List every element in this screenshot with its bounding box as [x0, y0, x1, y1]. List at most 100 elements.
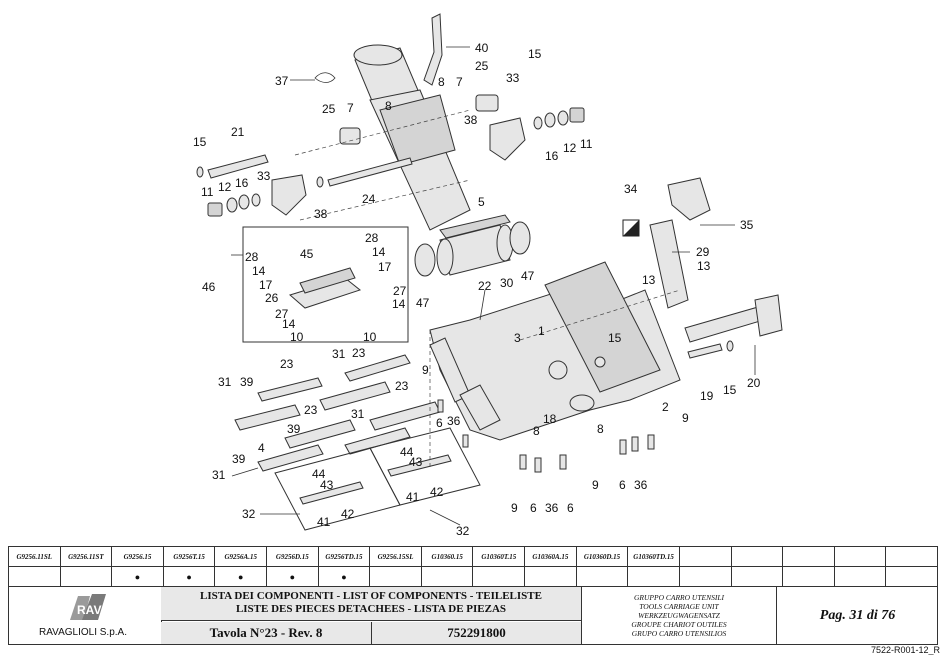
list-title-cell: LISTA DEI COMPONENTI - LIST OF COMPONENT…	[161, 587, 582, 644]
bushing-25a	[339, 94, 499, 145]
callout: 41	[406, 490, 420, 504]
table-label: Tavola N°23 - Rev. 8	[161, 622, 372, 644]
callout: 44	[400, 445, 414, 459]
model-code: G10360D.15	[575, 546, 629, 567]
model-code	[730, 546, 784, 567]
applicability-cell	[678, 566, 732, 587]
lever-40	[423, 13, 443, 86]
pin-21	[207, 154, 269, 179]
list-title: LISTA DEI COMPONENTI - LIST OF COMPONENT…	[161, 587, 581, 621]
callout: 14	[392, 297, 406, 311]
callout: 18	[543, 412, 557, 426]
applicability-cell	[369, 566, 422, 587]
callout: 9	[422, 363, 429, 377]
callout: 7	[347, 101, 354, 115]
callout: 17	[259, 278, 273, 292]
callout: 39	[287, 422, 301, 436]
washers-right	[533, 107, 585, 130]
callout: 2	[662, 400, 669, 414]
callout: 15	[528, 47, 542, 61]
callout: 31	[332, 347, 346, 361]
callout: 6	[530, 501, 537, 515]
model-codes-row: G9256.11SL G9256.11ST G9256.15 G9256T.15…	[8, 546, 938, 567]
callout: 42	[341, 507, 355, 521]
callout: 13	[642, 273, 656, 287]
callout: 6	[619, 478, 626, 492]
callout: 14	[372, 245, 386, 259]
applicability-cell	[59, 566, 113, 587]
applicability-cell	[8, 566, 61, 587]
callout: 10	[363, 330, 377, 344]
callout: 40	[475, 41, 489, 55]
callout: 20	[747, 376, 761, 390]
description-line: GROUPE CHARIOT OUTILES	[631, 620, 727, 629]
applicability-cell: ●	[162, 566, 216, 587]
ravaglioli-logo: RAV	[70, 594, 106, 620]
pins-bottom	[437, 399, 655, 473]
document-reference: 7522-R001-12_R	[870, 645, 940, 655]
logo-text: RAV	[77, 603, 101, 617]
group-description: GRUPPO CARRO UTENSILI TOOLS CARRIAGE UNI…	[582, 587, 777, 644]
callout: 6	[436, 416, 443, 430]
column-tube	[353, 44, 471, 231]
callout: 31	[351, 407, 365, 421]
model-code: G10360A.15	[524, 546, 577, 567]
callout: 36	[447, 414, 461, 428]
model-code: G9256.15SL	[369, 546, 422, 567]
model-code: G9256A.15	[214, 546, 268, 567]
list-title-line: LISTE DES PIECES DETACHEES - LISTA DE PI…	[235, 603, 507, 615]
callout: 37	[275, 74, 289, 88]
model-code	[678, 546, 732, 567]
callout: 27	[275, 307, 289, 321]
callout: 45	[300, 247, 314, 261]
company-name: RAVAGLIOLI S.p.A.	[39, 627, 127, 638]
callout: 8	[597, 422, 604, 436]
model-code: G9256.11SL	[8, 546, 61, 567]
model-code: G9256.11ST	[59, 546, 113, 567]
callout: 10	[290, 330, 304, 344]
callout: 25	[475, 59, 489, 73]
callout: 15	[723, 383, 737, 397]
applicability-cell: ●	[214, 566, 268, 587]
model-code: G9256.15	[111, 546, 164, 567]
company-logo-cell: RAV RAVAGLIOLI S.p.A.	[9, 587, 162, 644]
callout: 33	[506, 71, 520, 85]
callout: 13	[697, 259, 711, 273]
callout: 17	[378, 260, 392, 274]
shaft-20	[684, 294, 783, 359]
leader-lines	[231, 46, 756, 526]
callout: 36	[634, 478, 648, 492]
washers-left	[196, 166, 261, 217]
model-code: G10360T.15	[472, 546, 526, 567]
inset-box-46	[242, 226, 409, 343]
applicability-cell	[627, 566, 680, 587]
callout: 3	[514, 331, 521, 345]
callout: 31	[218, 375, 232, 389]
description-line: GRUPO CARRO UTENSILIOS	[631, 629, 727, 638]
description-line: TOOLS CARRIAGE UNIT	[639, 602, 719, 611]
callout: 16	[235, 176, 249, 190]
callout: 8	[438, 75, 445, 89]
applicability-cell	[575, 566, 629, 587]
model-code	[782, 546, 835, 567]
callout: 6	[567, 501, 574, 515]
callout: 23	[304, 403, 318, 417]
callout: 4	[258, 441, 265, 455]
callout: 28	[245, 250, 259, 264]
model-code: G9256D.15	[266, 546, 319, 567]
callout: 15	[193, 135, 207, 149]
callout: 11	[580, 137, 593, 151]
callout: 43	[320, 478, 334, 492]
callout: 46	[202, 280, 216, 294]
main-frame-22	[429, 261, 681, 441]
applicability-cell: ●	[111, 566, 164, 587]
callout: 43	[409, 455, 423, 469]
model-code: G10360.15	[420, 546, 474, 567]
carriage-block-30	[414, 214, 531, 277]
callout: 39	[232, 452, 246, 466]
callout: 7	[456, 75, 463, 89]
callout: 22	[478, 279, 492, 293]
callout: 25	[322, 102, 336, 116]
arm-29	[649, 219, 689, 309]
applicability-row: ● ● ● ● ●	[8, 566, 938, 587]
